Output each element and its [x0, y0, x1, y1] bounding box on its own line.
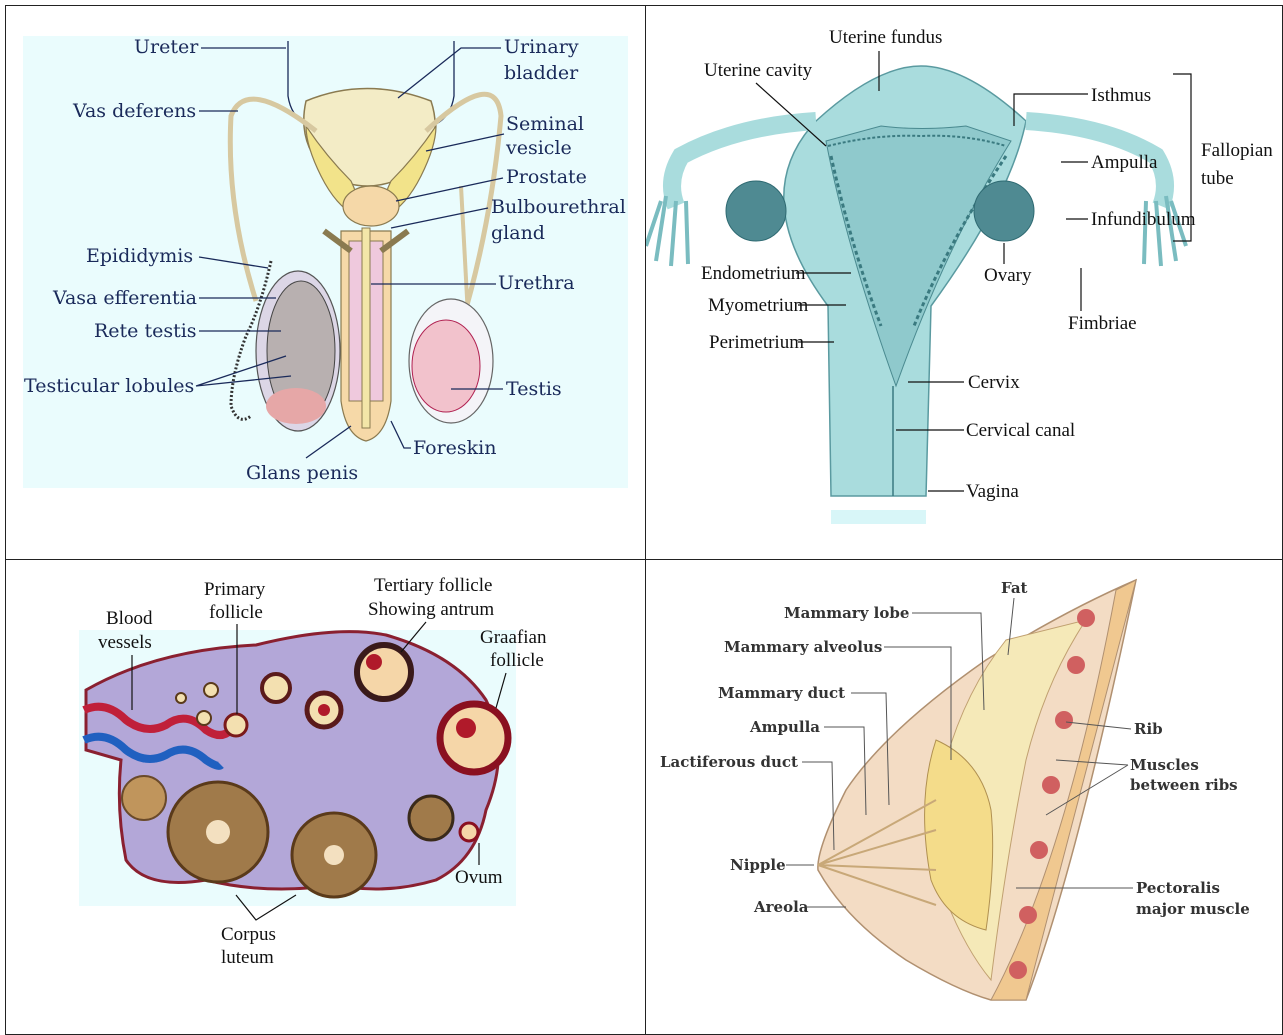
tertiary-follicle-oocyte: [366, 654, 382, 670]
label-fallopian-1: Fallopian: [1201, 140, 1273, 161]
label-vas-deferens: Vas deferens: [72, 100, 196, 122]
label-testis: Testis: [506, 378, 562, 400]
label-prostate: Prostate: [506, 166, 587, 188]
ovum-shape: [460, 823, 478, 841]
corpus-luteum-small-center: [324, 845, 344, 865]
label-uterine-cavity: Uterine cavity: [704, 60, 813, 81]
rib-1: [1077, 609, 1095, 627]
ovary-right: [974, 181, 1034, 241]
label-testicular-lobules: Testicular lobules: [24, 375, 194, 397]
label-nipple: Nipple: [730, 856, 786, 874]
follicle-small-1: [176, 693, 186, 703]
label-rib: Rib: [1134, 720, 1163, 738]
label-corpus-luteum-2: luteum: [221, 947, 274, 968]
label-urinary-bladder-2: bladder: [504, 62, 579, 84]
label-epididymis: Epididymis: [86, 245, 193, 267]
label-primary-follicle-2: follicle: [209, 602, 263, 623]
label-ovum: Ovum: [455, 867, 503, 888]
label-cervix: Cervix: [968, 372, 1020, 393]
label-bulbourethral-1: Bulbourethral: [491, 196, 626, 218]
label-rete-testis: Rete testis: [94, 320, 197, 342]
follicle-small-2: [204, 683, 218, 697]
graafian-follicle-oocyte: [456, 718, 476, 738]
label-primary-follicle-1: Primary: [204, 579, 266, 600]
label-muscles-2: between ribs: [1130, 776, 1238, 794]
label-mammary-lobe: Mammary lobe: [784, 604, 909, 622]
label-endometrium: Endometrium: [701, 263, 806, 284]
left-testis-tunica: [266, 388, 326, 424]
label-pectoralis-2: major muscle: [1136, 900, 1250, 918]
prostate-shape: [343, 186, 399, 226]
female-reproductive-diagram: Uterine fundus Uterine cavity Isthmus Am…: [646, 6, 1283, 561]
secondary-follicle-oocyte: [318, 704, 330, 716]
secondary-follicle-1: [262, 674, 290, 702]
right-testis-shape: [412, 320, 480, 412]
rib-2: [1067, 656, 1085, 674]
label-muscles-1: Muscles: [1130, 756, 1199, 774]
rib-7: [1009, 961, 1027, 979]
label-fallopian-2: tube: [1201, 168, 1234, 189]
rib-4: [1042, 776, 1060, 794]
label-blood-vessels-1: Blood: [106, 608, 153, 629]
label-mammary-alveolus: Mammary alveolus: [724, 638, 882, 656]
rib-5: [1030, 841, 1048, 859]
vagina-opening: [831, 510, 926, 524]
label-ampulla: Ampulla: [1091, 152, 1158, 173]
follicle-small-3: [197, 711, 211, 725]
label-urethra: Urethra: [498, 272, 575, 294]
label-glans-penis: Glans penis: [246, 462, 358, 484]
label-seminal-vesicle-1: Seminal: [506, 113, 584, 135]
graafian-follicle: [440, 704, 508, 772]
male-reproductive-panel: Ureter Vas deferens Epididymis Vasa effe…: [5, 5, 647, 561]
label-cervical-canal: Cervical canal: [966, 420, 1075, 441]
primary-follicle: [225, 714, 247, 736]
ruptured-follicle: [409, 796, 453, 840]
label-vasa-efferentia: Vasa efferentia: [52, 287, 197, 309]
corpus-luteum-large-center: [206, 820, 230, 844]
label-tertiary-2: Showing antrum: [368, 599, 494, 620]
label-uterine-fundus: Uterine fundus: [829, 27, 942, 48]
ovary-section-panel: Blood vessels Primary follicle Tertiary …: [5, 559, 647, 1035]
label-ovary: Ovary: [984, 265, 1032, 286]
rib-3: [1055, 711, 1073, 729]
label-tertiary-1: Tertiary follicle: [374, 575, 492, 596]
label-perimetrium: Perimetrium: [709, 332, 804, 353]
label-blood-vessels-2: vessels: [98, 632, 152, 653]
label-isthmus: Isthmus: [1091, 85, 1151, 106]
tertiary-follicle: [357, 645, 411, 699]
label-ureter: Ureter: [134, 36, 199, 58]
label-areola: Areola: [753, 898, 809, 916]
label-fat: Fat: [1001, 579, 1028, 597]
label-seminal-vesicle-2: vesicle: [505, 137, 572, 159]
label-fimbriae: Fimbriae: [1068, 313, 1137, 334]
label-bulbourethral-2: gland: [491, 222, 545, 244]
label-graafian-2: follicle: [490, 650, 544, 671]
label-myometrium: Myometrium: [708, 295, 808, 316]
mammary-gland-panel: Fat Mammary lobe Mammary alveolus Mammar…: [645, 559, 1283, 1035]
label-urinary-bladder-1: Urinary: [504, 36, 579, 58]
mammary-gland-diagram: Fat Mammary lobe Mammary alveolus Mammar…: [646, 560, 1283, 1035]
label-lactiferous-duct: Lactiferous duct: [660, 753, 798, 771]
rib-6: [1019, 906, 1037, 924]
ovary-left: [726, 181, 786, 241]
label-vagina: Vagina: [966, 481, 1019, 502]
corpus-albicans: [122, 776, 166, 820]
label-ampulla: Ampulla: [749, 718, 820, 736]
label-foreskin: Foreskin: [413, 437, 497, 459]
label-corpus-luteum-1: Corpus: [221, 924, 276, 945]
label-infundibulum: Infundibulum: [1091, 209, 1196, 230]
urethra-shape: [362, 228, 370, 428]
label-pectoralis-1: Pectoralis: [1136, 879, 1220, 897]
label-graafian-1: Graafian: [480, 627, 547, 648]
label-mammary-duct: Mammary duct: [718, 684, 845, 702]
female-reproductive-panel: Uterine fundus Uterine cavity Isthmus Am…: [645, 5, 1283, 561]
male-reproductive-diagram: Ureter Vas deferens Epididymis Vasa effe…: [6, 6, 647, 561]
ovary-section-diagram: Blood vessels Primary follicle Tertiary …: [6, 560, 647, 1035]
